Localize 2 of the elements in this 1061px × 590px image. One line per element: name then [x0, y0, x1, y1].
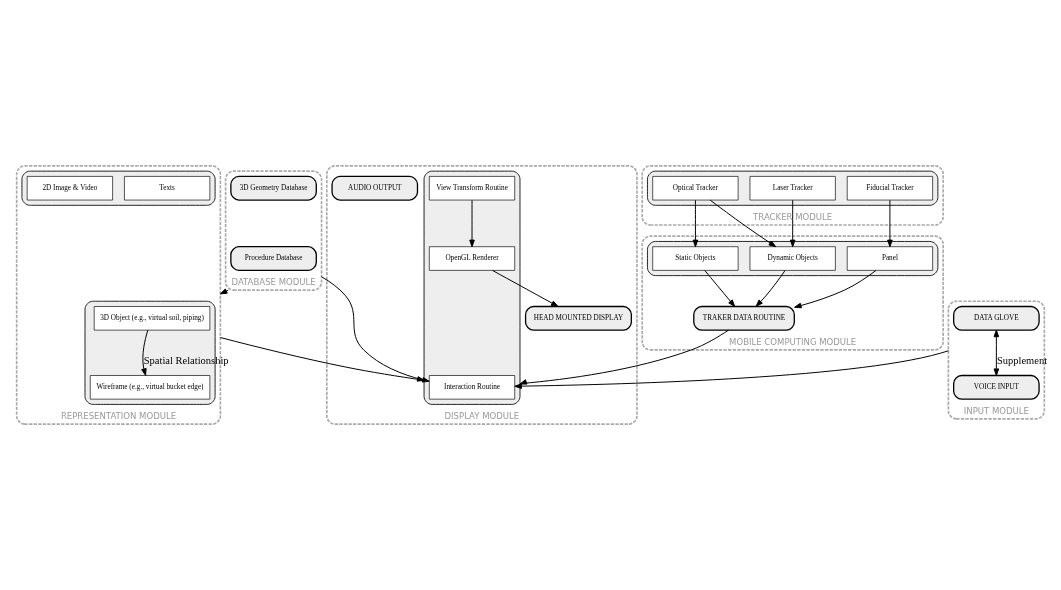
edge-label: Supplement [996, 354, 1048, 366]
edge-label: Spatial Relationship [143, 354, 229, 366]
